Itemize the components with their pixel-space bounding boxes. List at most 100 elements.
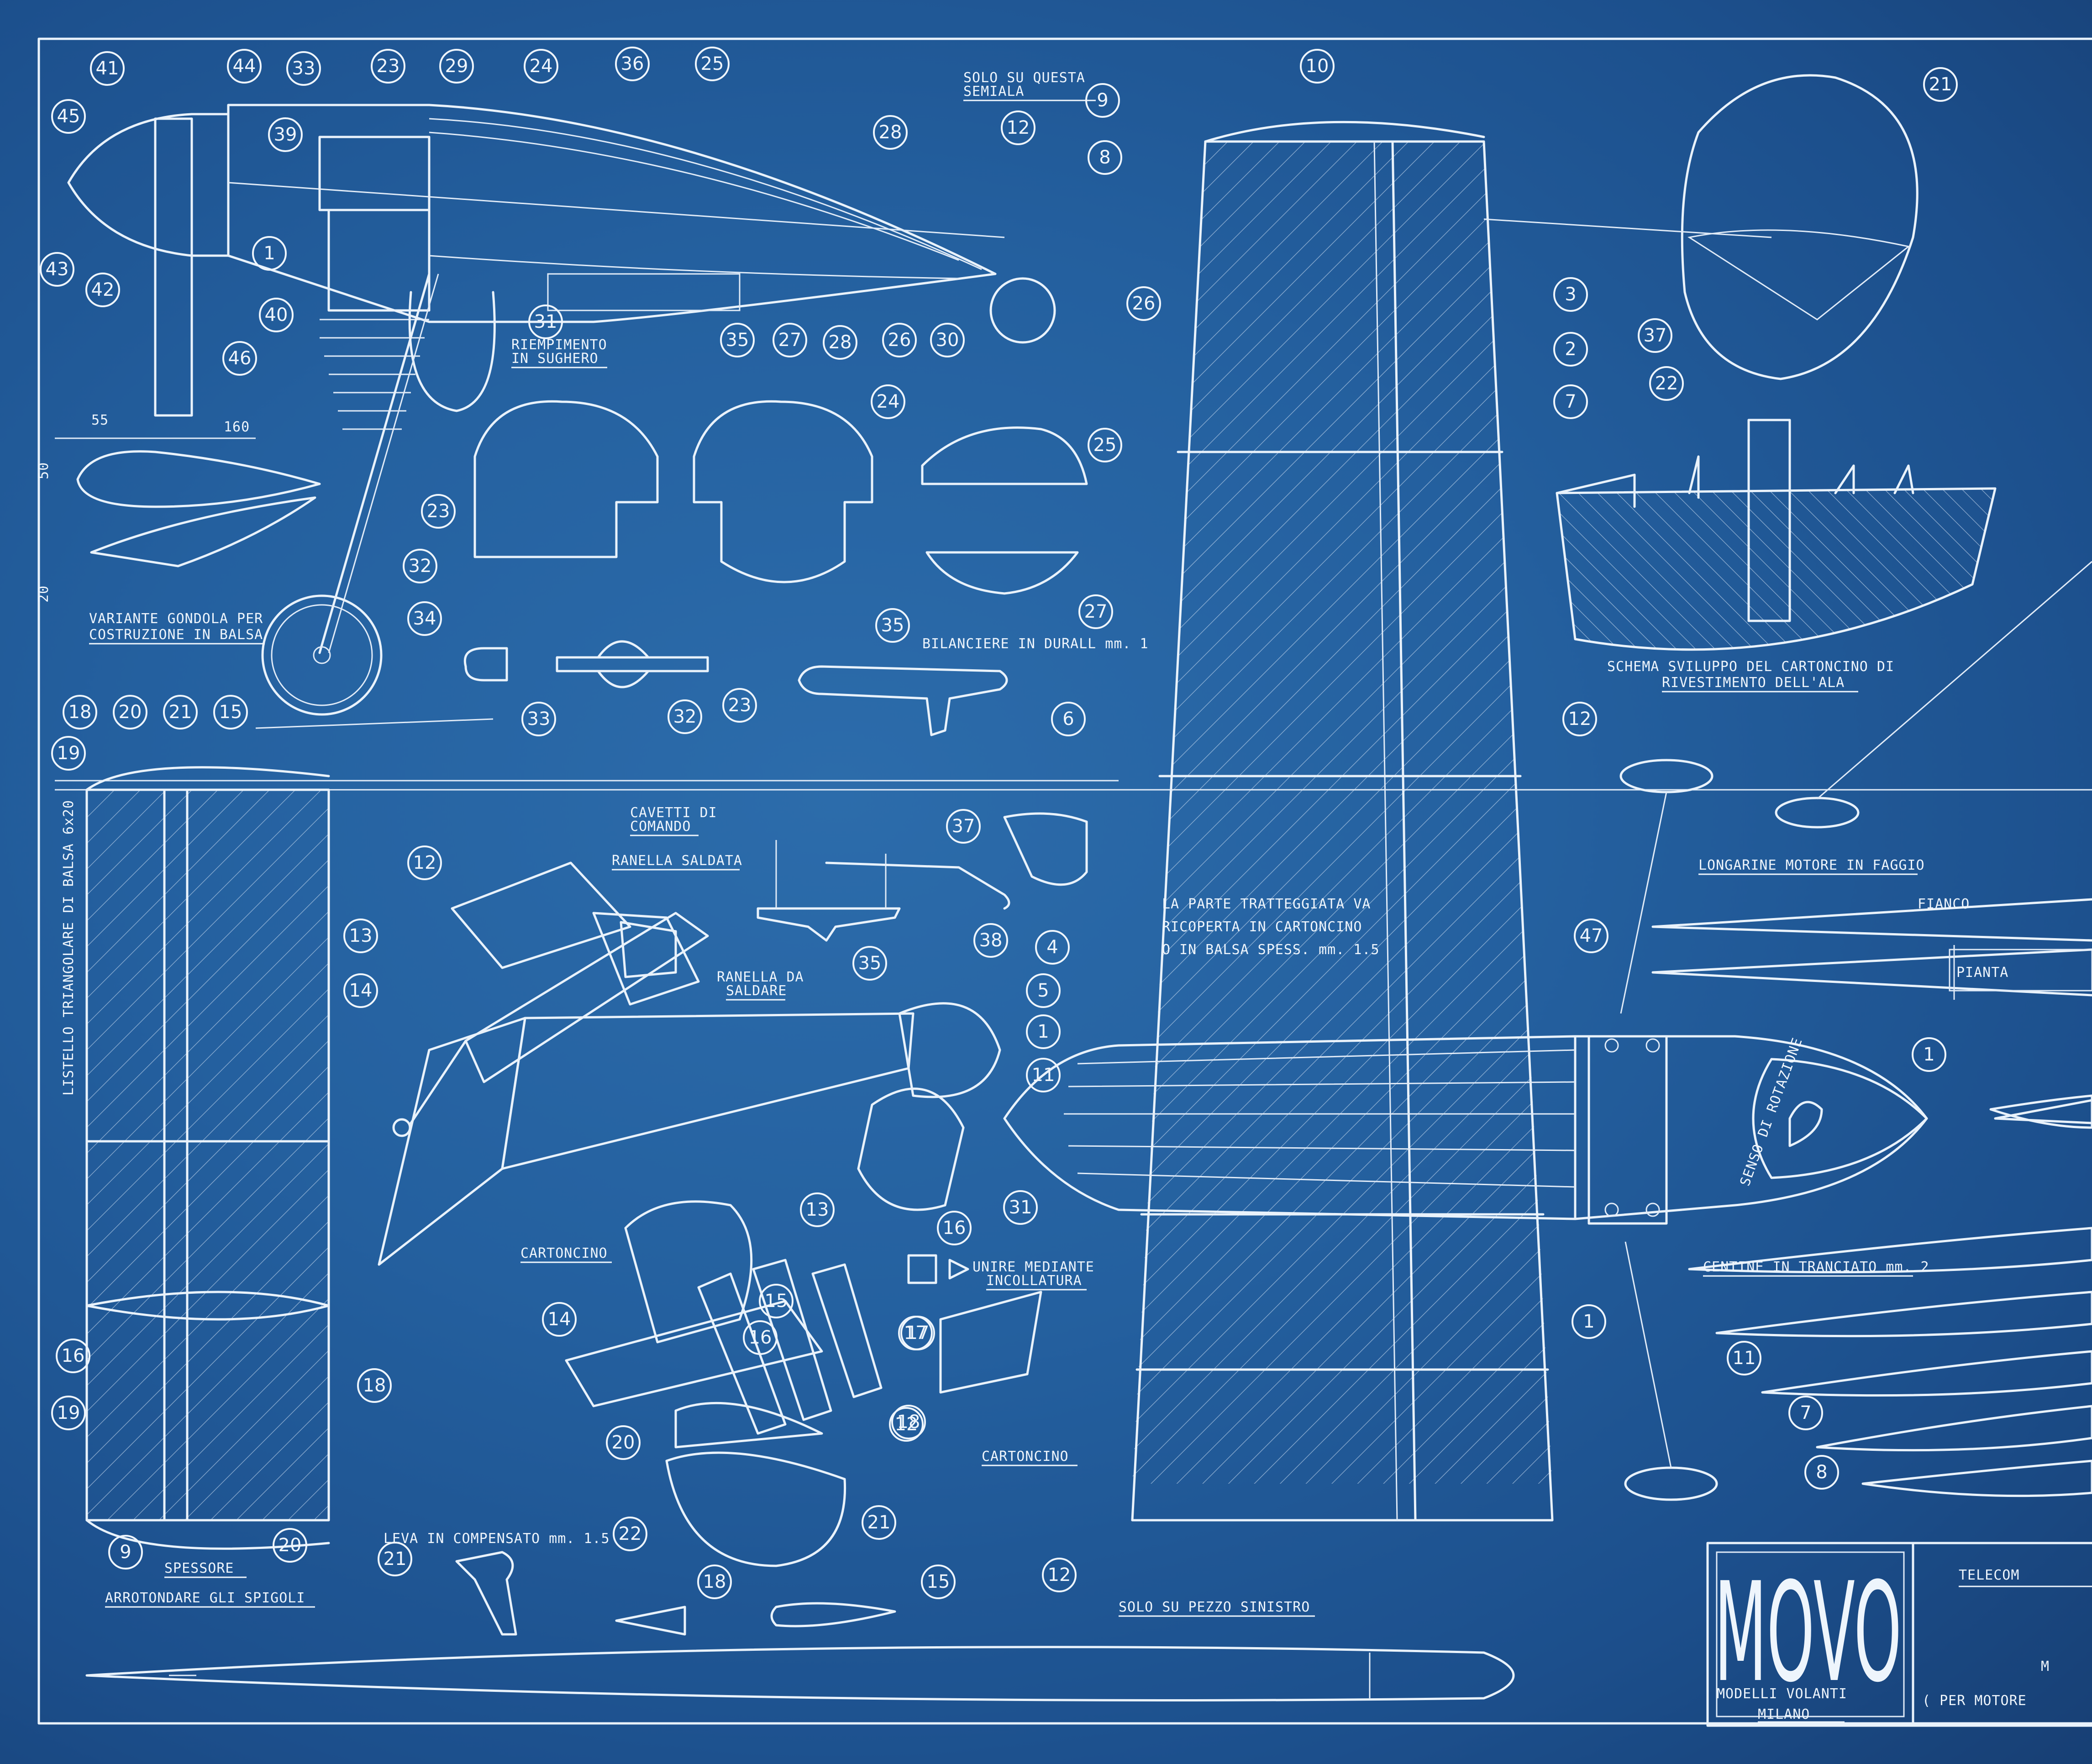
fuselage-formers bbox=[473, 277, 1088, 595]
callout-18: 18 bbox=[357, 1368, 392, 1403]
callout-19: 19 bbox=[51, 736, 86, 771]
callout-label: 21 bbox=[384, 1549, 407, 1570]
callout-label: 16 bbox=[62, 1345, 85, 1366]
callout-16: 16 bbox=[937, 1211, 972, 1245]
callout-26: 26 bbox=[1126, 286, 1161, 321]
callout-label: 33 bbox=[292, 58, 315, 79]
callout-12: 12 bbox=[1562, 702, 1597, 736]
callout-18: 18 bbox=[697, 1564, 732, 1599]
callout-41: 41 bbox=[90, 51, 125, 86]
callout-label: 47 bbox=[1580, 925, 1603, 946]
note-fianco: FIANCO bbox=[1918, 896, 1970, 912]
callout-label: 28 bbox=[879, 122, 902, 143]
callout-13: 13 bbox=[343, 919, 378, 953]
dim-55: 55 bbox=[91, 412, 109, 428]
callout-29: 29 bbox=[439, 49, 474, 84]
callout-label: 18 bbox=[68, 702, 92, 723]
callout-43: 43 bbox=[40, 252, 74, 287]
callout-label: 23 bbox=[377, 56, 400, 77]
callout-6: 6 bbox=[1051, 702, 1086, 736]
callout-28: 28 bbox=[823, 325, 857, 360]
note-riempimento: RIEMPIMENTO bbox=[511, 337, 607, 353]
callout-24: 24 bbox=[871, 384, 905, 419]
callout-1: 1 bbox=[1572, 1304, 1606, 1339]
callout-label: 31 bbox=[1009, 1197, 1032, 1218]
callout-label: 36 bbox=[621, 53, 644, 74]
callout-label: 16 bbox=[749, 1327, 772, 1348]
note-cavetti-2: COMANDO bbox=[630, 819, 691, 835]
callout-label: 12 bbox=[1568, 709, 1592, 730]
tail-exploded-parts bbox=[565, 1200, 1042, 1567]
callout-label: 19 bbox=[57, 743, 80, 764]
callout-label: 37 bbox=[1644, 325, 1667, 346]
drawing-subtitle: ( PER MOTORE bbox=[1922, 1693, 2027, 1709]
callout-label: 18 bbox=[897, 1412, 920, 1433]
callout-label: 35 bbox=[726, 330, 749, 351]
callout-label: 9 bbox=[120, 1542, 131, 1563]
callout-label: 19 bbox=[57, 1402, 80, 1423]
callout-35: 35 bbox=[720, 323, 755, 357]
note-cartoncino-1: CARTONCINO bbox=[520, 1245, 608, 1261]
callout-label: 33 bbox=[527, 709, 551, 730]
callout-42: 42 bbox=[85, 273, 120, 307]
callout-14: 14 bbox=[542, 1302, 577, 1337]
callout-label: 1 bbox=[1923, 1044, 1934, 1065]
callout-label: 29 bbox=[445, 56, 468, 77]
motor-longerons bbox=[1651, 898, 2092, 1000]
callout-2: 2 bbox=[1553, 332, 1588, 367]
callout-label: 25 bbox=[1093, 435, 1117, 456]
callout-36: 36 bbox=[615, 47, 650, 81]
callout-17: 17 bbox=[900, 1316, 935, 1350]
callout-label: 22 bbox=[1655, 373, 1678, 394]
callout-38: 38 bbox=[973, 923, 1008, 958]
callout-20: 20 bbox=[273, 1528, 307, 1563]
callout-23: 23 bbox=[722, 688, 757, 723]
callout-label: 18 bbox=[703, 1571, 726, 1592]
callout-11: 11 bbox=[1727, 1341, 1761, 1376]
dim-50: 50 bbox=[36, 462, 52, 479]
callout-16: 16 bbox=[743, 1320, 778, 1355]
callout-9: 9 bbox=[108, 1535, 143, 1570]
nacelle-side-view bbox=[67, 104, 1005, 654]
note-ranella-da-1: RANELLA DA bbox=[717, 969, 804, 985]
callout-label: 39 bbox=[274, 124, 297, 145]
callout-label: 7 bbox=[1800, 1402, 1811, 1423]
wingtip-sections bbox=[1619, 561, 2092, 1501]
callout-11: 11 bbox=[1026, 1058, 1061, 1092]
callout-label: 26 bbox=[888, 330, 911, 351]
callout-label: 21 bbox=[1929, 74, 1952, 95]
callout-label: 38 bbox=[979, 930, 1003, 951]
note-listello: LISTELLO TRIANGOLARE DI BALSA 6x20 bbox=[61, 800, 77, 1096]
callout-label: 28 bbox=[829, 332, 852, 353]
callout-label: 45 bbox=[57, 106, 80, 127]
callout-label: 10 bbox=[1306, 56, 1329, 77]
dim-160: 160 bbox=[224, 419, 250, 435]
callout-15: 15 bbox=[759, 1284, 794, 1318]
callout-34: 34 bbox=[407, 601, 442, 636]
callout-12: 12 bbox=[1001, 110, 1035, 145]
callout-label: 5 bbox=[1037, 980, 1049, 1001]
note-semiala: SEMIALA bbox=[963, 84, 1024, 100]
callout-label: 12 bbox=[1007, 117, 1030, 138]
callout-label: 23 bbox=[427, 501, 450, 522]
callout-39: 39 bbox=[268, 117, 303, 152]
callout-21: 21 bbox=[1923, 67, 1958, 102]
note-parte-1: LA PARTE TRATTEGGIATA VA bbox=[1162, 896, 1371, 912]
callout-15: 15 bbox=[213, 695, 248, 730]
callout-12: 12 bbox=[889, 1407, 924, 1442]
callout-label: 8 bbox=[1099, 147, 1110, 168]
landing-wheel bbox=[255, 594, 494, 729]
callout-3: 3 bbox=[1553, 277, 1588, 312]
balsa-gondola-variant bbox=[55, 437, 321, 567]
callout-label: 20 bbox=[612, 1432, 635, 1453]
wing-plan-view bbox=[55, 121, 2092, 1522]
note-centine: CENTINE IN TRANCIATO mm. 2 bbox=[1703, 1259, 1929, 1275]
callout-label: 18 bbox=[363, 1375, 386, 1396]
callout-22: 22 bbox=[613, 1517, 647, 1551]
callout-label: 4 bbox=[1046, 937, 1058, 958]
callout-label: 11 bbox=[1032, 1065, 1055, 1086]
callout-7: 7 bbox=[1553, 384, 1588, 419]
callout-label: 13 bbox=[349, 925, 373, 946]
